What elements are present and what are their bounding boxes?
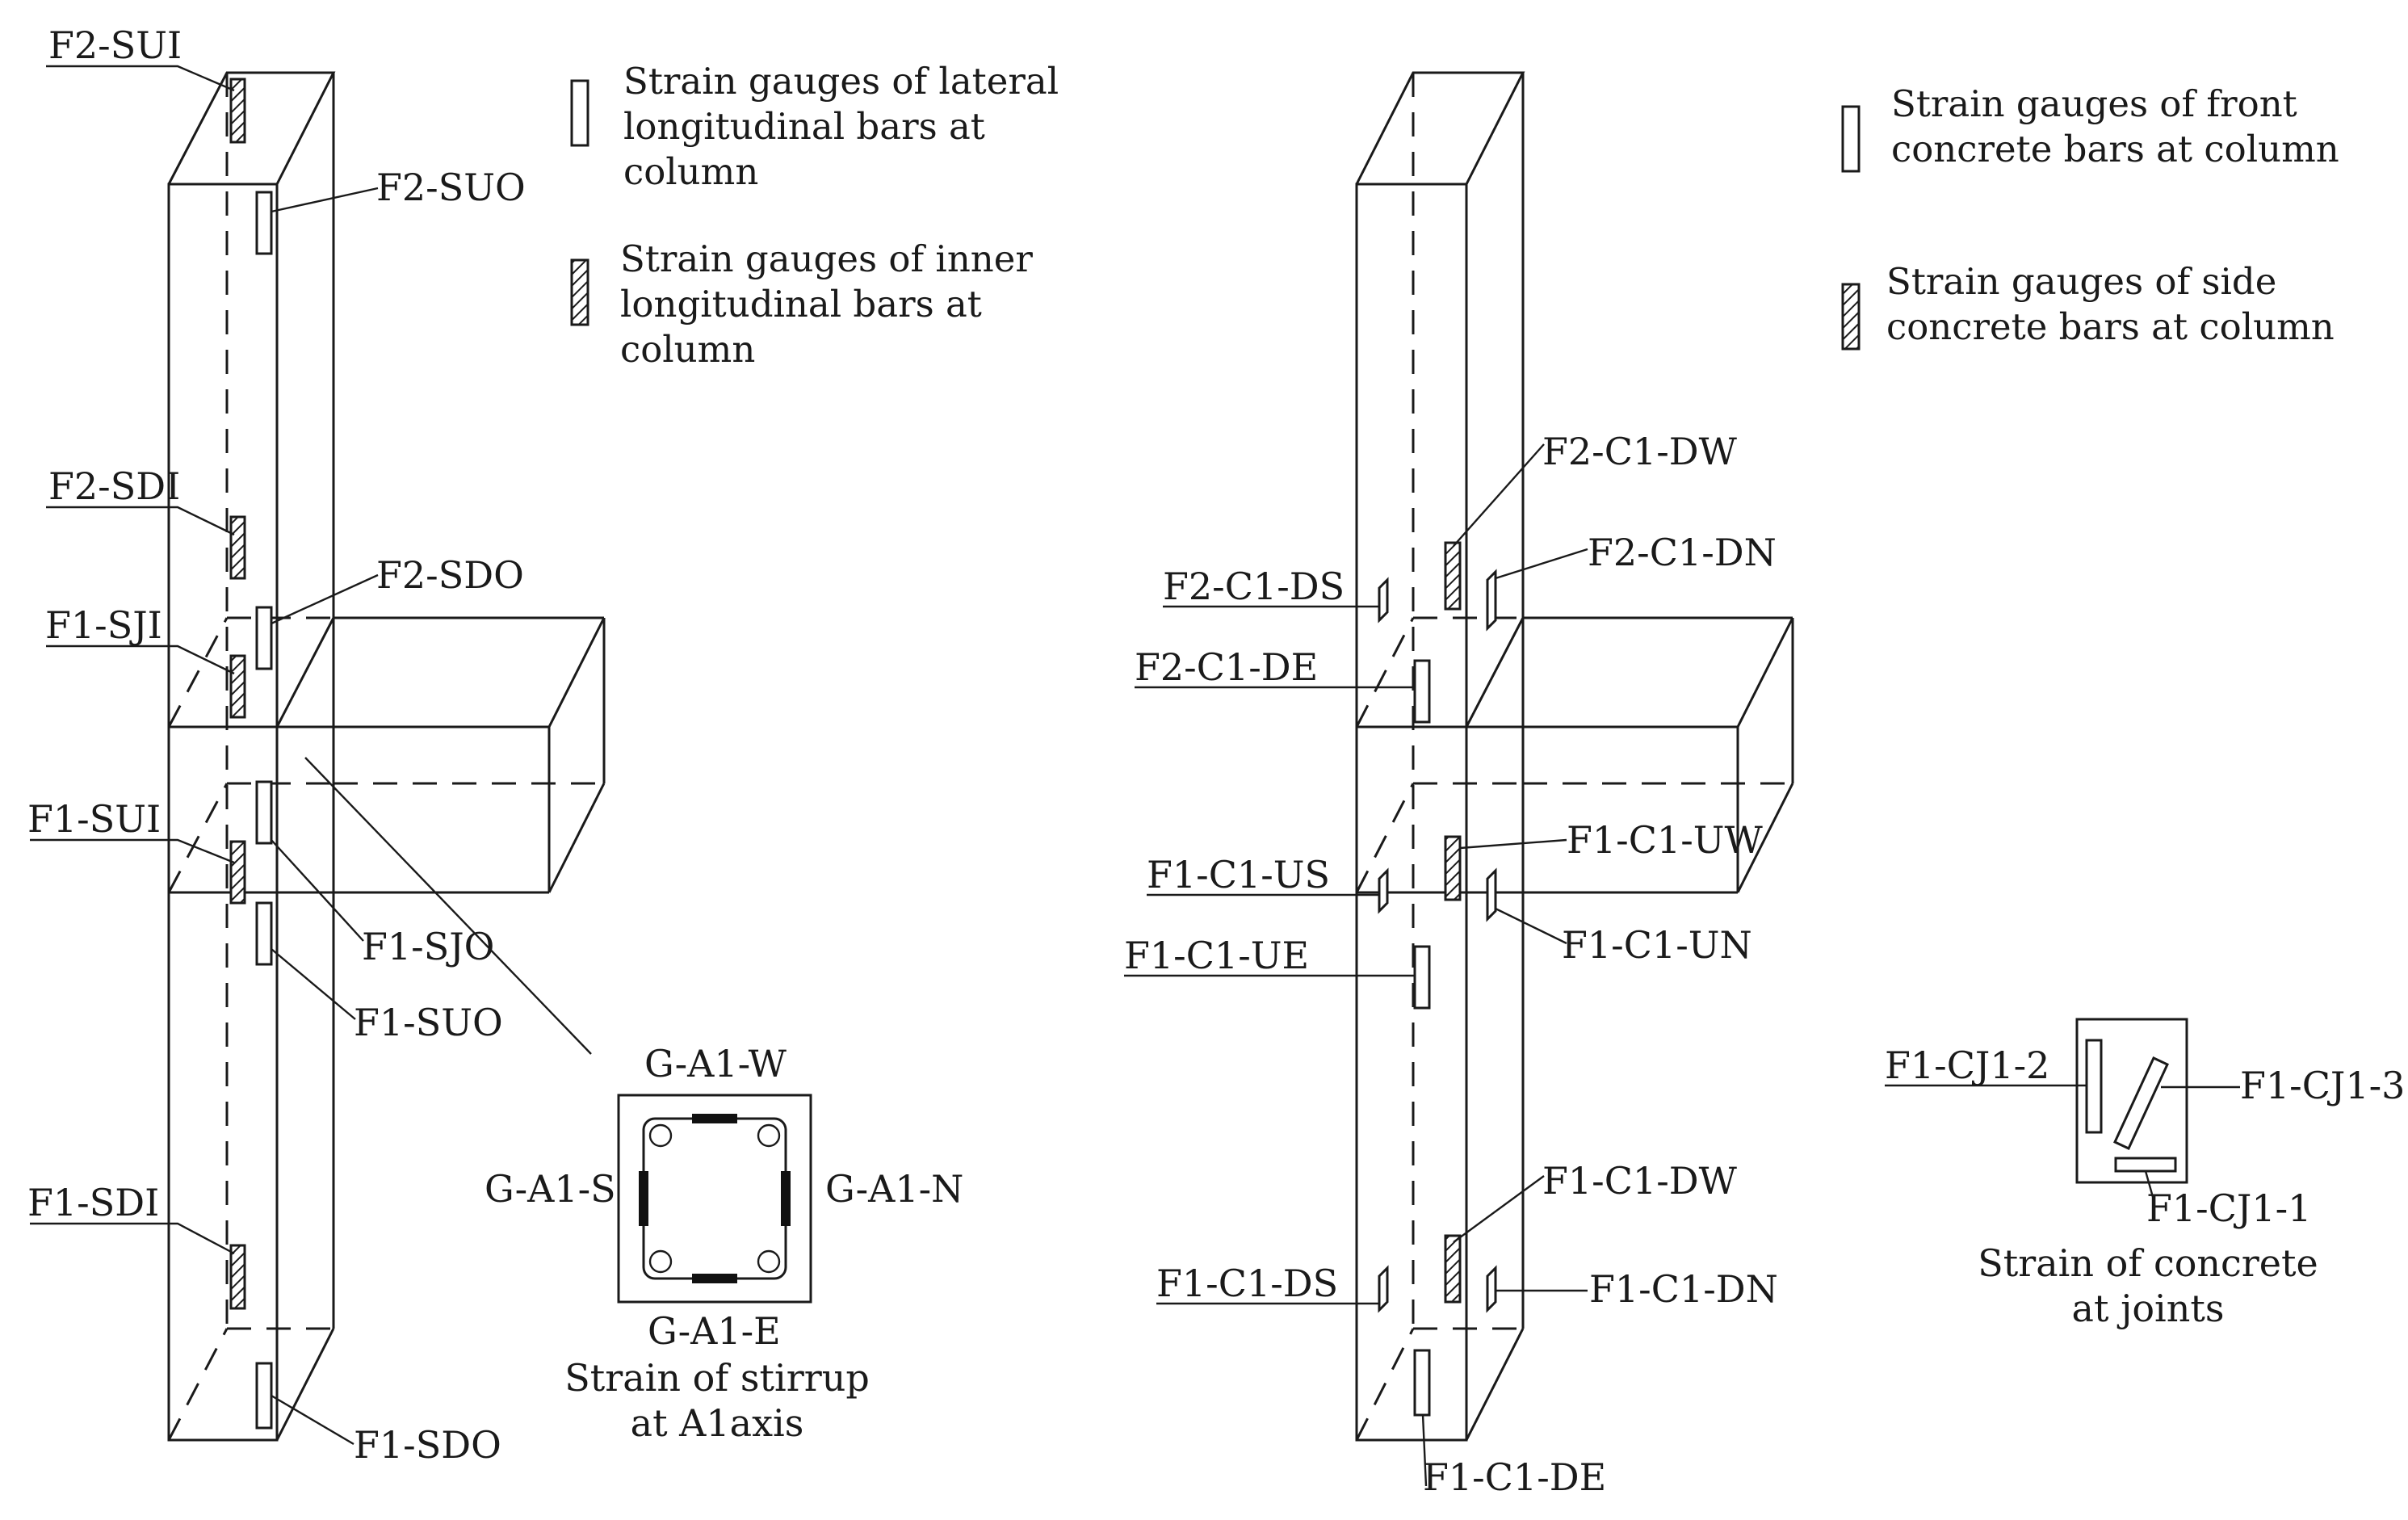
label-f1-c1-de: F1-C1-DE [1423,1455,1606,1499]
label-f1-sji: F1-SJI [45,603,162,647]
legend-plain-line-2: longitudinal bars at [623,105,985,148]
label-f1-c1-ue: F1-C1-UE [1124,934,1309,977]
legend-front-gauge [1841,105,1861,173]
label-f2-suo: F2-SUO [376,166,526,209]
gauge-f1-c1-ue [1413,945,1431,1010]
gauge-f1-c1-dw [1444,1234,1462,1304]
label-f1-c1-dw: F1-C1-DW [1542,1159,1738,1203]
label-f1-c1-un: F1-C1-UN [1562,923,1752,967]
right-column-frame [1355,71,1793,1442]
legend-front-line-2: concrete bars at column [1891,128,2339,170]
legend-hatched-line-2: longitudinal bars at [620,283,982,325]
label-f2-sdi: F2-SDI [48,464,180,508]
label-f1-cj1-2: F1-CJ1-2 [1885,1043,2049,1087]
gauge-f1-sdi [229,1244,246,1310]
gauge-f1-cj1-1 [2114,1157,2177,1173]
gauge-f2-sdo [255,606,273,670]
label-f1-c1-ds: F1-C1-DS [1156,1262,1338,1305]
legend-side-line-1: Strain gauges of side [1886,260,2276,303]
right-gauges [1378,541,1497,1417]
gauge-f1-suo [255,901,273,966]
label-f1-c1-us: F1-C1-US [1147,853,1330,896]
left-beam [169,616,606,894]
gauge-f1-c1-un [1486,867,1497,922]
gauge-f1-c1-uw [1444,835,1462,901]
legend-plain-line-3: column [623,150,758,193]
label-g-a1-s: G-A1-S [485,1167,616,1211]
gauge-f1-c1-us [1378,867,1389,914]
gauge-f1-sui [229,840,246,905]
label-f1-c1-uw: F1-C1-UW [1567,818,1764,862]
legend-plain-line-1: Strain gauges of lateral [623,60,1059,103]
label-g-a1-n: G-A1-N [825,1167,963,1211]
joint-section: F1-CJ1-2 F1-CJ1-3 F1-CJ1-1 Strain of con… [1885,1018,2405,1330]
label-f1-sui: F1-SUI [27,797,161,841]
legend-left: Strain gauges of lateral longitudinal ba… [570,60,1059,371]
label-f1-cj1-3: F1-CJ1-3 [2240,1064,2405,1107]
legend-side-line-2: concrete bars at column [1886,305,2335,348]
legend-hatched-line-1: Strain gauges of inner [620,237,1033,280]
label-f1-cj1-1: F1-CJ1-1 [2146,1186,2311,1230]
left-gauges [229,78,273,1430]
label-f2-c1-ds: F2-C1-DS [1163,565,1345,608]
legend-plain-gauge [570,79,589,147]
joint-caption-1: Strain of concrete [1978,1241,2318,1285]
label-f1-c1-dn: F1-C1-DN [1589,1267,1778,1311]
stirrup-caption-1: Strain of stirrup [564,1356,870,1400]
left-labels: F2-SUI F2-SUO F2-SDI F2-SDO F1-SJI F1-SU… [27,23,526,1467]
joint-caption-2: at joints [2072,1287,2225,1330]
gauge-f2-c1-de [1413,659,1431,724]
gauge-f1-sji [229,654,246,719]
gauge-f1-sdo [255,1362,273,1430]
label-f2-sui: F2-SUI [48,23,182,67]
gauge-f2-sui [229,78,246,144]
label-g-a1-e: G-A1-E [648,1309,781,1353]
gauge-f1-c1-dn [1486,1265,1497,1313]
stirrup-section: G-A1-W G-A1-S G-A1-N G-A1-E Strain of st… [485,1042,963,1445]
left-leader-lines [30,65,592,1446]
stirrup-caption-2: at A1axis [631,1401,804,1445]
gauge-f1-cj1-2 [2085,1039,2103,1134]
label-f1-sdo: F1-SDO [354,1423,501,1467]
label-f1-sjo: F1-SJO [362,925,494,968]
gauge-f1-c1-de [1413,1349,1431,1417]
legend-side-gauge [1841,283,1861,351]
gauge-f2-c1-dw [1444,541,1462,611]
legend-right: Strain gauges of front concrete bars at … [1841,82,2339,351]
right-leader-lines [1124,443,1588,1487]
label-f1-suo: F1-SUO [354,1001,503,1044]
label-f2-sdo: F2-SDO [376,553,524,597]
gauge-f2-c1-dn [1486,569,1497,632]
right-labels: F2-C1-DW F2-C1-DN F2-C1-DS F2-C1-DE F1-C… [1124,430,1778,1499]
gauge-f2-c1-ds [1378,577,1389,624]
legend-hatched-line-3: column [620,328,755,371]
legend-hatched-gauge [570,258,589,326]
label-f2-c1-de: F2-C1-DE [1135,645,1318,689]
gauge-f1-c1-ds [1378,1265,1389,1313]
label-g-a1-w: G-A1-W [644,1042,787,1085]
gauge-f1-cj1-3 [2113,1056,2169,1151]
label-f2-c1-dn: F2-C1-DN [1588,531,1777,574]
gauge-f1-sjo [255,780,273,845]
gauge-f2-sdi [229,515,246,580]
right-beam [1357,616,1794,894]
label-f2-c1-dw: F2-C1-DW [1542,430,1738,473]
gauge-f2-suo [255,191,273,255]
label-f1-sdi: F1-SDI [27,1181,159,1224]
legend-front-line-1: Strain gauges of front [1891,82,2297,125]
left-column-frame [167,71,604,1442]
